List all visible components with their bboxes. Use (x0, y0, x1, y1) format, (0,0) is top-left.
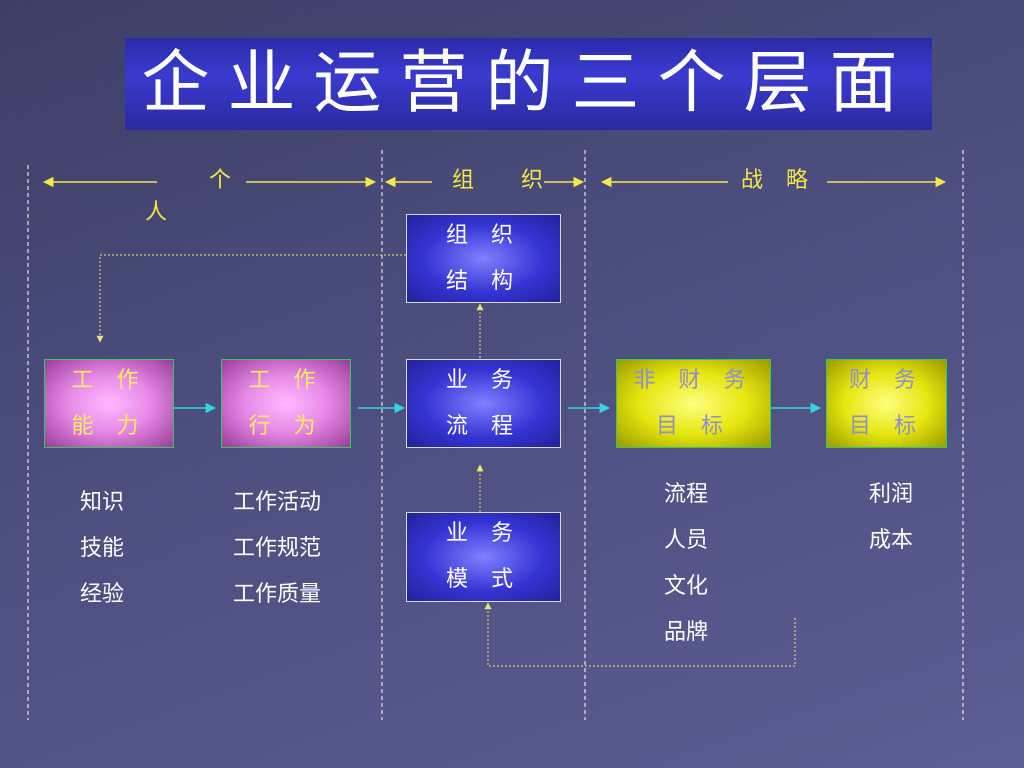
list-item: 工作质量 (233, 582, 322, 607)
header-individual-part1: 个 (209, 168, 232, 193)
box-business-process: 业 务 流 程 (406, 359, 561, 448)
connector-structure-to-ability (96, 254, 406, 343)
box-work-ability: 工 作 能 力 (44, 359, 174, 448)
box-business-model-line2: 模 式 (446, 567, 521, 592)
box-non-financial-goal-line2: 目 标 (656, 413, 731, 439)
box-financial-goal-line2: 目 标 (849, 413, 924, 439)
box-business-model: 业 务 模 式 (406, 512, 561, 602)
box-business-process-line1: 业 务 (446, 367, 521, 393)
page-title: 企业运营的三个层面 (141, 44, 916, 123)
box-org-structure: 组 织 结 构 (406, 214, 561, 303)
box-financial-goal-line1: 财 务 (849, 367, 924, 393)
list-item: 知识 (80, 490, 125, 515)
list-financial: 利润 成本 (869, 472, 913, 564)
header-organization: 组 织 (452, 168, 563, 193)
list-item: 成本 (869, 528, 914, 553)
list-ability: 知识 技能 经验 (80, 480, 124, 618)
box-org-structure-line1: 组 织 (446, 222, 521, 248)
list-item: 人员 (664, 528, 709, 553)
box-financial-goal: 财 务 目 标 (826, 359, 947, 448)
list-item: 流程 (664, 482, 709, 507)
box-business-process-line2: 流 程 (446, 413, 521, 439)
box-work-behavior: 工 作 行 为 (221, 359, 351, 448)
list-item: 经验 (80, 582, 125, 607)
list-non-financial: 流程 人员 文化 品牌 (664, 472, 708, 656)
box-business-model-line1: 业 务 (446, 521, 521, 546)
title-banner: 企业运营的三个层面 (125, 38, 932, 130)
box-work-ability-line1: 工 作 (71, 367, 147, 393)
list-item: 利润 (869, 482, 914, 507)
list-behavior: 工作活动 工作规范 工作质量 (233, 480, 321, 618)
connector-nonfinancial-to-model (484, 602, 796, 667)
box-work-behavior-line1: 工 作 (248, 367, 324, 393)
box-work-behavior-line2: 行 为 (248, 413, 324, 439)
list-item: 工作活动 (233, 490, 322, 515)
list-item: 技能 (80, 536, 125, 561)
box-work-ability-line2: 能 力 (71, 413, 147, 439)
header-strategy: 战 略 (741, 168, 816, 193)
box-non-financial-goal: 非 财 务 目 标 (616, 359, 771, 448)
list-item: 工作规范 (233, 536, 322, 561)
box-non-financial-goal-line1: 非 财 务 (633, 367, 754, 393)
list-item: 品牌 (664, 620, 709, 645)
list-item: 文化 (664, 574, 709, 599)
header-individual-part2: 人 (145, 200, 168, 225)
box-org-structure-line2: 结 构 (446, 268, 521, 294)
